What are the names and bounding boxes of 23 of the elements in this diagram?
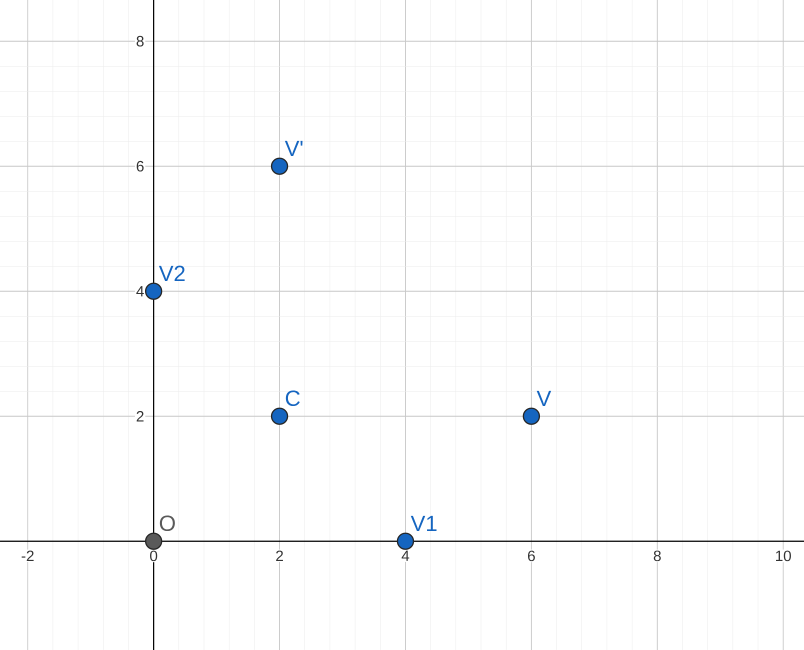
x-tick-label: 0 — [150, 550, 158, 562]
point — [270, 408, 288, 425]
point — [522, 408, 540, 425]
y-tick-label: 8 — [136, 36, 144, 47]
text: V1 — [410, 516, 437, 532]
text: V2 — [158, 266, 185, 282]
y-tick-label: 4 — [136, 286, 144, 296]
point — [144, 282, 162, 300]
point — [396, 532, 414, 550]
text: V — [536, 390, 552, 406]
x-tick-label: 4 — [402, 550, 410, 561]
x-tick-label: 6 — [528, 550, 535, 562]
x-tick-label: 8 — [654, 550, 661, 562]
point — [144, 532, 162, 550]
x-tick-label: 10 — [776, 550, 791, 562]
x-tick-label: 2 — [276, 550, 283, 562]
point — [270, 158, 288, 175]
text: C — [286, 390, 300, 406]
x-tick-label: -2 — [22, 550, 34, 562]
y-tick-label: 6 — [136, 160, 144, 172]
text: V' — [284, 140, 303, 156]
y-tick-label: 2 — [136, 410, 144, 422]
text: O — [160, 515, 175, 532]
